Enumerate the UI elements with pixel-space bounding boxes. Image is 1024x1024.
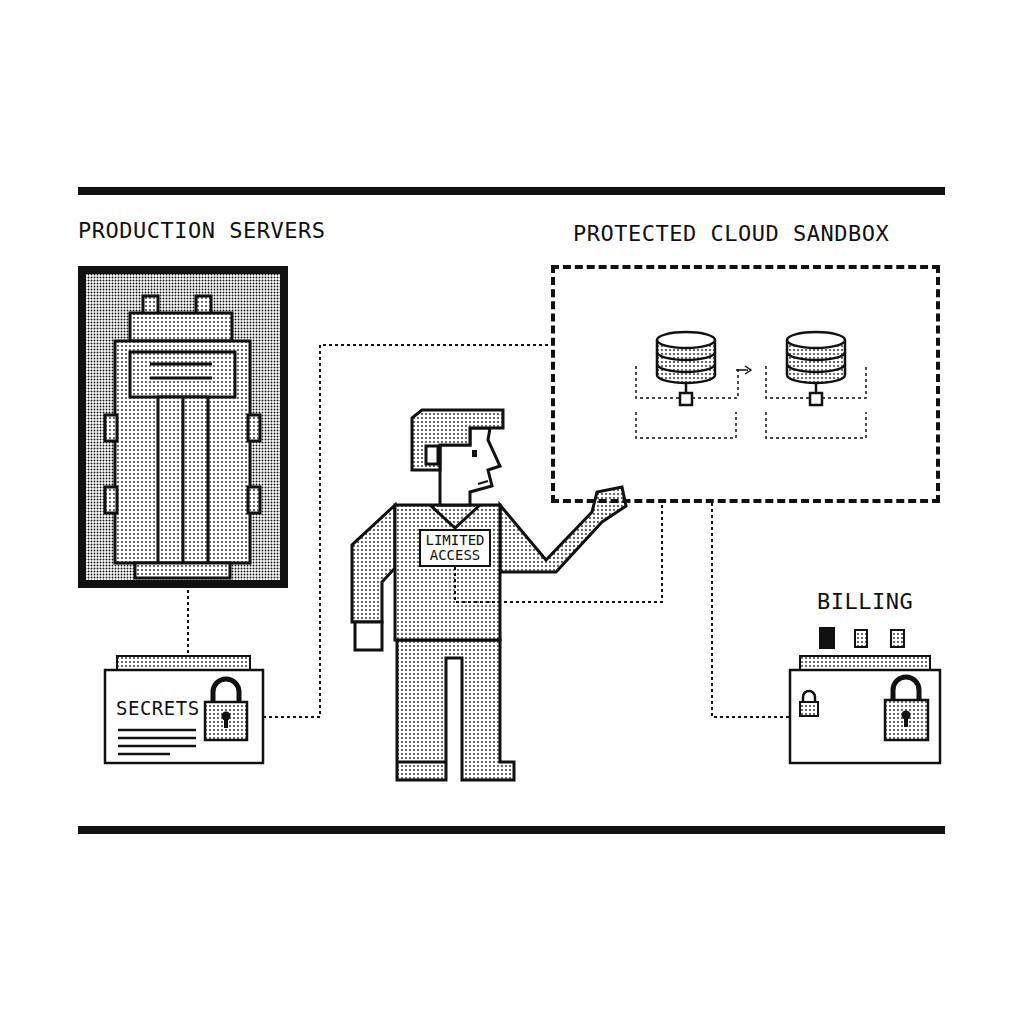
dotted-connector (187, 590, 189, 655)
top-bar (78, 187, 945, 195)
dotted-connector (712, 503, 790, 717)
dotted-connector (263, 345, 551, 717)
secrets-card: SECRETS (105, 655, 263, 763)
bottom-bar (78, 826, 945, 834)
access-badge: LIMITED ACCESS (419, 529, 490, 567)
person-figure (352, 410, 626, 780)
billing-card (790, 628, 940, 763)
node-label: PRODUCTION SERVERS (78, 218, 290, 244)
node-label: BILLING (817, 589, 969, 615)
billing-card: BILLING (790, 655, 942, 765)
database-icons (636, 332, 866, 438)
node-label: PROTECTED CLOUD SANDBOX (573, 221, 954, 247)
badge-text: LIMITED ACCESS (419, 529, 490, 567)
sandbox-region: PROTECTED CLOUD SANDBOX (551, 265, 940, 503)
server-group: PRODUCTION SERVERS (78, 218, 290, 590)
node-label: SECRETS (116, 695, 274, 721)
server-illustration (82, 270, 284, 584)
